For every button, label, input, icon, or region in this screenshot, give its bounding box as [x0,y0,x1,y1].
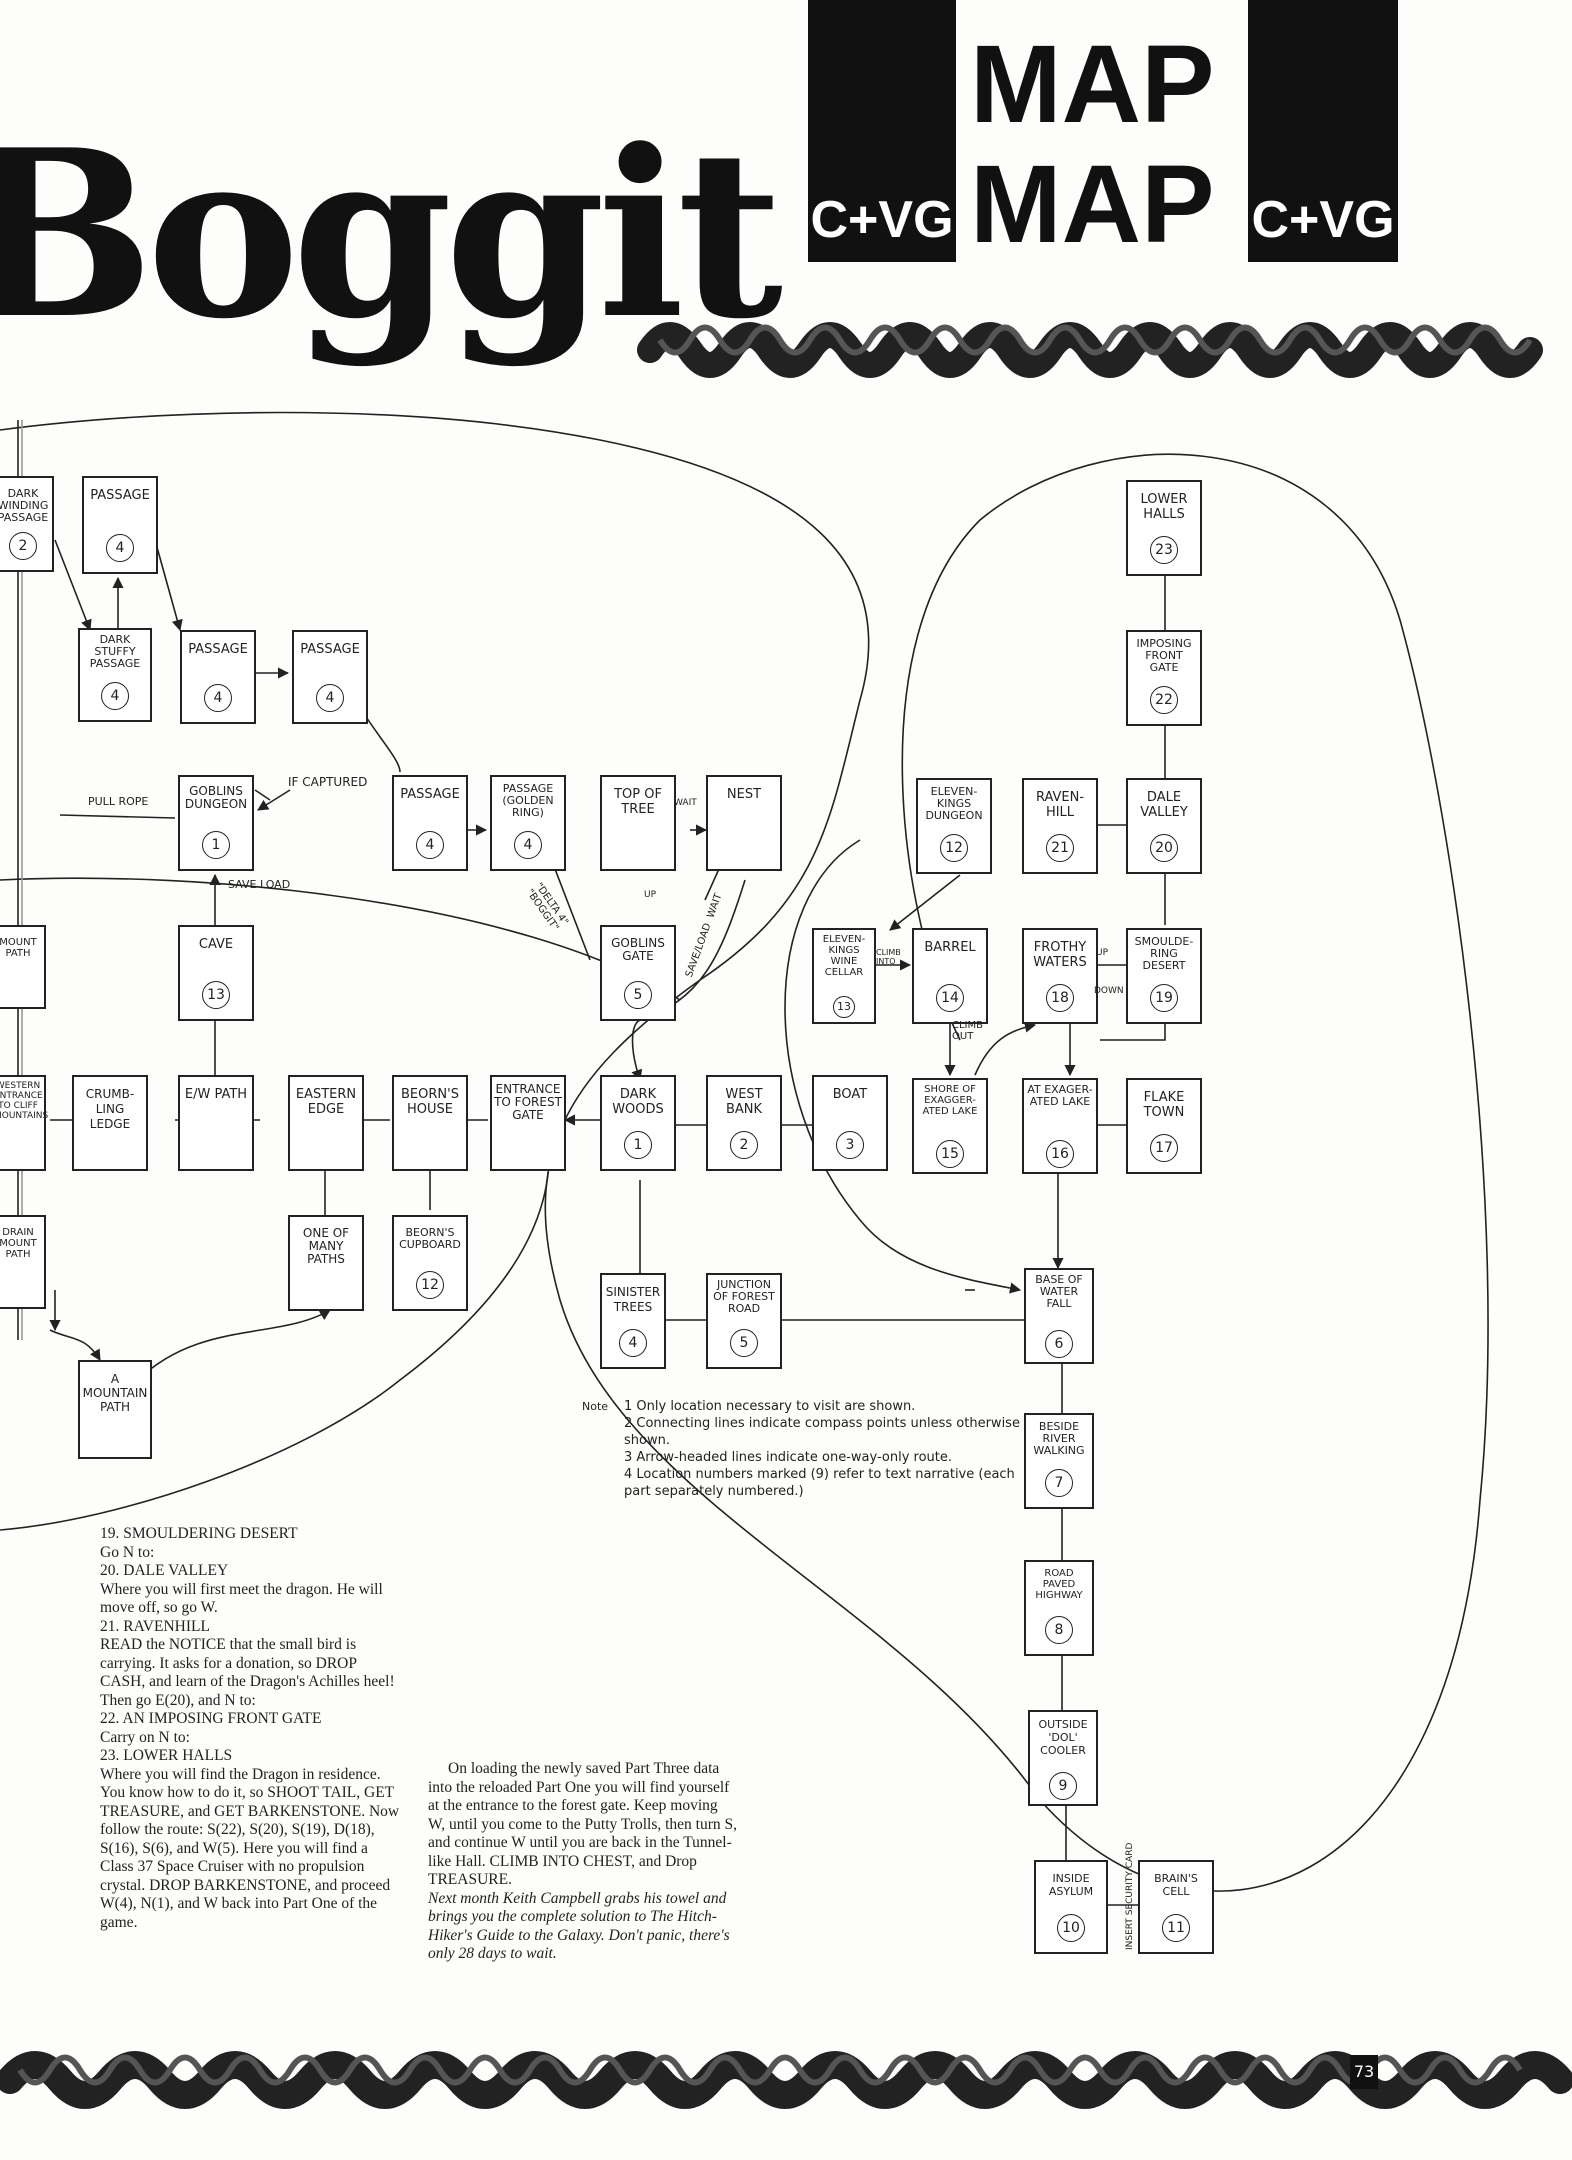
node-flake-town: FLAKE TOWN 17 [1126,1078,1202,1174]
node-dark-stuffy-passage: DARK STUFFY PASSAGE 4 [78,628,152,722]
edge-label-wait: WAIT [674,798,697,808]
node-beorns-house: BEORN'S HOUSE [392,1075,468,1171]
node-passage-top: PASSAGE 4 [82,476,158,574]
walkthrough-text-right: On loading the newly saved Part Three da… [428,1760,738,1964]
text-para: Carry on N to: [100,1728,190,1746]
edge-label-pull-rope: PULL ROPE [88,795,149,808]
node-beside-river-walking: BESIDE RIVER WALKING 7 [1024,1413,1094,1509]
map-label-bottom: MAP [970,143,1215,266]
walkthrough-text-left: 19. SMOULDERING DESERT Go N to: 20. DALE… [100,1525,400,1932]
node-goblins-dungeon: GOBLINS DUNGEON 1 [178,775,254,871]
node-entrance-forest-gate: ENTRANCE TO FOREST GATE [490,1075,566,1171]
node-passage-golden-ring: PASSAGE (GOLDEN RING) 4 [490,775,566,871]
node-cave: CAVE 13 [178,925,254,1021]
node-boat: BOAT 3 [812,1075,888,1171]
cvg-badge-left: C+VG [808,0,956,262]
edge-label-save-load: SAVE LOAD [228,878,291,891]
node-beorns-cupboard: BEORN'S CUPBOARD 12 [392,1215,468,1311]
edge-label-up2: UP [1096,948,1109,958]
map-label-top: MAP [970,23,1215,146]
node-road-paved-highway: ROAD PAVED HIGHWAY 8 [1024,1560,1094,1656]
node-ravenhill: RAVEN- HILL 21 [1022,778,1098,874]
text-body: On loading the newly saved Part Three da… [428,1760,738,1888]
note-item: 1 Only location necessary to visit are s… [624,1399,916,1414]
note-item: 4 Location numbers marked (9) refer to t… [624,1467,1015,1499]
edge-label-if-captured: IF CAPTURED [288,775,368,789]
node-western-entrance: WESTERN ENTRANCE TO CLIFF MOUNTAINS [0,1075,48,1171]
node-one-of-many-paths: ONE OF MANY PATHS [288,1215,364,1311]
cvg-badge-right: C+VG [1248,0,1398,262]
node-junction-forest-road: JUNCTION OF FOREST ROAD 5 [706,1273,782,1369]
edge-label-up: UP [644,890,657,900]
notes-heading: Note [582,1400,609,1413]
node-eastern-edge: EASTERN EDGE [288,1075,364,1171]
edge-label-insert-security-card: INSERT SECURITY CARD [1125,1842,1135,1950]
edge-label-climb-into: CLIMB INTO [876,948,901,966]
text-para: 23. LOWER HALLS [100,1747,233,1764]
node-drain-mountain-path: DRAIN MOUNT PATH [0,1215,46,1309]
map-notes: Note 1 Only location necessary to visit … [582,1398,1022,1500]
node-base-of-waterfall: BASE OF WATER FALL 6 [1024,1268,1094,1364]
text-para: READ the NOTICE that the small bird is c… [100,1636,395,1709]
node-brains-cell: BRAIN'S CELL 11 [1138,1860,1214,1954]
node-passage-a: PASSAGE 4 [180,630,256,724]
node-outside-dol-cooler: OUTSIDE 'DOL' COOLER 9 [1028,1710,1098,1806]
decorative-border-top [637,322,1543,378]
text-next-month: Next month Keith Campbell grabs his towe… [428,1889,730,1963]
node-a-mountain-path: A MOUNTAIN PATH [78,1360,152,1459]
node-top-of-tree: TOP OF TREE [600,775,676,871]
node-at-exaggerated-lake: AT EXAGER- ATED LAKE 16 [1022,1078,1098,1174]
edge-label-down: DOWN [1094,986,1124,996]
text-para: 19. SMOULDERING DESERT [100,1525,298,1542]
page-title: Boggit [0,100,783,370]
decorative-border-bottom [0,2051,1572,2109]
node-passage-b: PASSAGE 4 [292,630,368,724]
page-number-box: 73 [1350,2055,1378,2089]
node-ew-path: E/W PATH [178,1075,254,1171]
node-crumbling-ledge: CRUMB- LING LEDGE [72,1075,148,1171]
text-para: Where you will find the Dragon in reside… [100,1765,400,1931]
node-mountain-path: MOUNT PATH [0,925,46,1009]
node-barrel: BARREL 14 [912,928,988,1024]
node-lower-halls: LOWER HALLS 23 [1126,480,1202,576]
node-dark-winding-passage: DARK WINDING PASSAGE 2 [0,476,54,572]
node-dark-woods: DARK WOODS 1 [600,1075,676,1171]
node-inside-asylum: INSIDE ASYLUM 10 [1034,1860,1108,1954]
node-goblins-gate: GOBLINS GATE 5 [600,925,676,1021]
node-eleven-kings-wine-cellar: ELEVEN- KINGS WINE CELLAR 13 [812,928,876,1024]
note-item: 2 Connecting lines indicate compass poin… [624,1416,1020,1448]
node-frothy-waters: FROTHY WATERS 18 [1022,928,1098,1024]
text-para: Where you will first meet the dragon. He… [100,1580,383,1617]
text-para: 21. RAVENHILL [100,1617,210,1635]
node-shore-of-exaggerated-lake: SHORE OF EXAGGER- ATED LAKE 15 [912,1078,988,1174]
node-eleven-kings-dungeon: ELEVEN- KINGS DUNGEON 12 [916,778,992,874]
text-para: Go N to: [100,1543,155,1561]
node-smouldering-desert: SMOULDE- RING DESERT 19 [1126,928,1202,1024]
node-dale-valley: DALE VALLEY 20 [1126,778,1202,874]
node-west-bank: WEST BANK 2 [706,1075,782,1171]
node-passage-c: PASSAGE 4 [392,775,468,871]
node-imposing-front-gate: IMPOSING FRONT GATE 22 [1126,630,1202,726]
node-sinister-trees: SINISTER TREES 4 [600,1273,666,1369]
node-nest: NEST [706,775,782,871]
note-item: 3 Arrow-headed lines indicate one-way-on… [624,1450,952,1465]
text-para: 22. AN IMPOSING FRONT GATE [100,1710,322,1727]
edge-label-climb-out: CLIMB OUT [952,1020,983,1042]
text-para: 20. DALE VALLEY [100,1562,229,1579]
